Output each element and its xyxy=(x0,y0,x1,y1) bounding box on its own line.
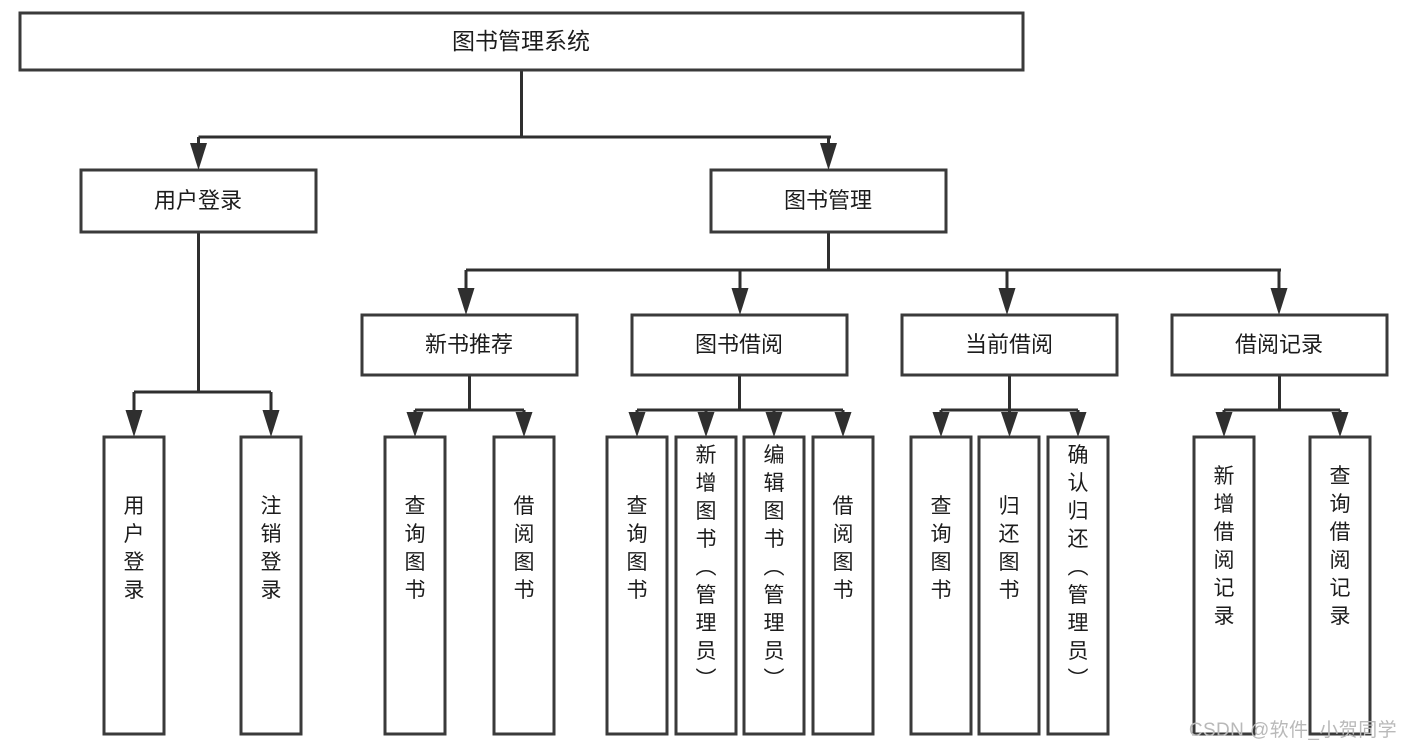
leaf-book-borrow-2-label: 编辑图书︵管理员︶ xyxy=(764,444,785,691)
node-book-borrow-box[interactable] xyxy=(630,313,849,377)
leaf-borrow-record-0[interactable]: 新增借阅记录 xyxy=(1192,435,1256,736)
arrow-new-book xyxy=(457,288,475,315)
node-user-login-label: 用户登录 xyxy=(154,188,242,213)
leaf-book-borrow-0-box[interactable] xyxy=(605,435,669,736)
leaf-book-borrow-3[interactable]: 借阅图书 xyxy=(811,435,875,736)
leaf-current-borrow-1[interactable]: 归还图书 xyxy=(977,435,1041,736)
node-borrow-record-label: 借阅记录 xyxy=(1235,332,1323,357)
arrow-leaf-cb-3 xyxy=(1069,412,1087,437)
csdn-watermark: CSDN @软件_小贺同学 xyxy=(1188,720,1397,741)
node-new-book-recommend[interactable]: 新书推荐 xyxy=(360,313,579,377)
leaf-user-login-1[interactable]: 注销登录 xyxy=(239,435,303,736)
node-new-book-recommend-label: 新书推荐 xyxy=(425,332,513,357)
node-book-borrow-label: 图书借阅 xyxy=(695,332,783,357)
arrow-leaf-nb-2 xyxy=(515,412,533,437)
leaf-new-book-0-label: 查询图书 xyxy=(405,495,426,602)
leaf-borrow-record-0-box[interactable] xyxy=(1192,435,1256,736)
leaf-user-login-0-label: 用户登录 xyxy=(124,495,145,602)
node-current-borrow-label: 当前借阅 xyxy=(965,332,1053,357)
arrow-user-login xyxy=(190,143,207,170)
leaf-book-borrow-1[interactable]: 新增图书︵管理员︶ xyxy=(674,435,738,736)
leaf-user-login-0[interactable]: 用户登录 xyxy=(102,435,166,736)
leaf-book-borrow-2[interactable]: 编辑图书︵管理员︶ xyxy=(742,435,806,736)
leaf-current-borrow-0-label: 查询图书 xyxy=(931,495,952,602)
leaf-user-login-1-box[interactable] xyxy=(239,435,303,736)
leaf-borrow-record-1-box[interactable] xyxy=(1308,435,1372,736)
arrow-borrow-record xyxy=(1270,288,1288,315)
leaf-new-book-0[interactable]: 查询图书 xyxy=(383,435,447,736)
node-new-book-recommend-box[interactable] xyxy=(360,313,579,377)
leaf-new-book-1[interactable]: 借阅图书 xyxy=(492,435,556,736)
arrow-leaf-br-2 xyxy=(1331,412,1349,437)
leaf-new-book-0-box[interactable] xyxy=(383,435,447,736)
leaf-book-borrow-2-box[interactable] xyxy=(742,435,806,736)
arrow-leaf-cb-2 xyxy=(1001,412,1018,437)
arrow-leaf-br-1 xyxy=(1215,412,1233,437)
node-root-box[interactable] xyxy=(18,11,1025,72)
leaf-book-borrow-3-label: 借阅图书 xyxy=(833,495,854,602)
leaf-book-borrow-3-box[interactable] xyxy=(811,435,875,736)
edge-layer xyxy=(125,70,1349,437)
leaf-book-borrow-0[interactable]: 查询图书 xyxy=(605,435,669,736)
node-book-manage-label: 图书管理 xyxy=(784,188,872,213)
arrow-leaf-bb-2 xyxy=(697,412,715,437)
node-root-label: 图书管理系统 xyxy=(452,28,590,54)
leaf-user-login-1-label: 注销登录 xyxy=(261,495,282,602)
arrow-leaf-bb-1 xyxy=(628,412,646,437)
leaf-current-borrow-1-box[interactable] xyxy=(977,435,1041,736)
leaf-new-book-1-box[interactable] xyxy=(492,435,556,736)
node-book-manage-box[interactable] xyxy=(709,168,948,234)
node-borrow-record-box[interactable] xyxy=(1170,313,1389,377)
node-user-login-box[interactable] xyxy=(79,168,318,234)
leaf-current-borrow-2[interactable]: 确认归还︵管理员︶ xyxy=(1046,435,1110,736)
leaf-current-borrow-1-label: 归还图书 xyxy=(999,495,1020,602)
leaf-current-borrow-2-label: 确认归还︵管理员︶ xyxy=(1068,444,1089,691)
leaf-borrow-record-0-label: 新增借阅记录 xyxy=(1214,465,1235,628)
node-book-manage[interactable]: 图书管理 xyxy=(709,168,948,234)
arrow-leaf-cb-1 xyxy=(932,412,950,437)
leaf-book-borrow-1-label: 新增图书︵管理员︶ xyxy=(696,444,717,691)
leaf-current-borrow-0[interactable]: 查询图书 xyxy=(909,435,973,736)
leaf-borrow-record-1-label: 查询借阅记录 xyxy=(1330,465,1351,628)
leaf-borrow-record-1[interactable]: 查询借阅记录 xyxy=(1308,435,1372,736)
arrow-leaf-bb-3 xyxy=(765,412,783,437)
node-borrow-record[interactable]: 借阅记录 xyxy=(1170,313,1389,377)
leaf-new-book-1-label: 借阅图书 xyxy=(514,495,535,602)
leaf-current-borrow-2-box[interactable] xyxy=(1046,435,1110,736)
arrow-leaf-user-1 xyxy=(125,410,143,437)
arrow-leaf-nb-1 xyxy=(406,412,424,437)
leaf-book-borrow-0-label: 查询图书 xyxy=(627,495,648,602)
arrow-book-borrow xyxy=(731,288,749,315)
node-current-borrow[interactable]: 当前借阅 xyxy=(900,313,1119,377)
node-book-borrow[interactable]: 图书借阅 xyxy=(630,313,849,377)
node-user-login[interactable]: 用户登录 xyxy=(79,168,318,234)
node-root[interactable]: 图书管理系统 xyxy=(18,11,1025,72)
arrow-leaf-user-2 xyxy=(262,410,280,437)
node-current-borrow-box[interactable] xyxy=(900,313,1119,377)
arrow-book-manage xyxy=(820,143,837,170)
leaf-book-borrow-1-box[interactable] xyxy=(674,435,738,736)
arrow-leaf-bb-4 xyxy=(834,412,852,437)
leaf-current-borrow-0-box[interactable] xyxy=(909,435,973,736)
leaf-user-login-0-box[interactable] xyxy=(102,435,166,736)
arrow-current-borrow xyxy=(998,288,1016,315)
